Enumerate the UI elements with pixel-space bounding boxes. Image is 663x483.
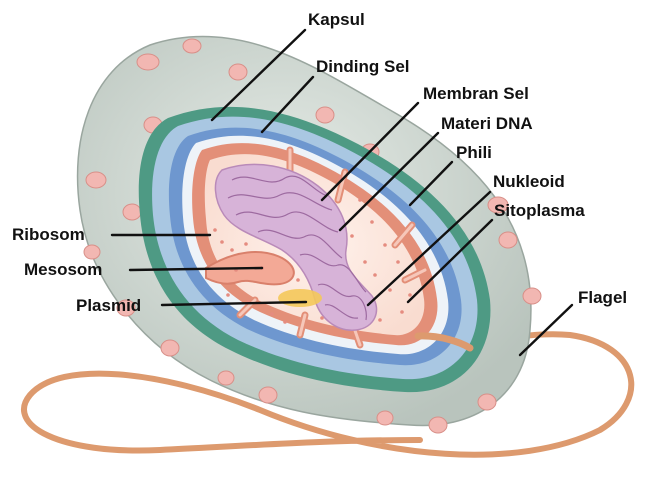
label-plasmid: Plasmid xyxy=(76,296,141,315)
label-kapsul: Kapsul xyxy=(308,10,365,29)
label-mesosom: Mesosom xyxy=(24,260,102,279)
label-nukleoid: Nukleoid xyxy=(493,172,565,191)
label-ribosom: Ribosom xyxy=(12,225,85,244)
plasmid xyxy=(278,289,322,307)
label-dinding-sel: Dinding Sel xyxy=(316,57,410,76)
label-materi-dna: Materi DNA xyxy=(441,114,533,133)
label-sitoplasma: Sitoplasma xyxy=(494,201,585,220)
label-membran-sel: Membran Sel xyxy=(423,84,529,103)
label-phili: Phili xyxy=(456,143,492,162)
label-flagel: Flagel xyxy=(578,288,627,307)
